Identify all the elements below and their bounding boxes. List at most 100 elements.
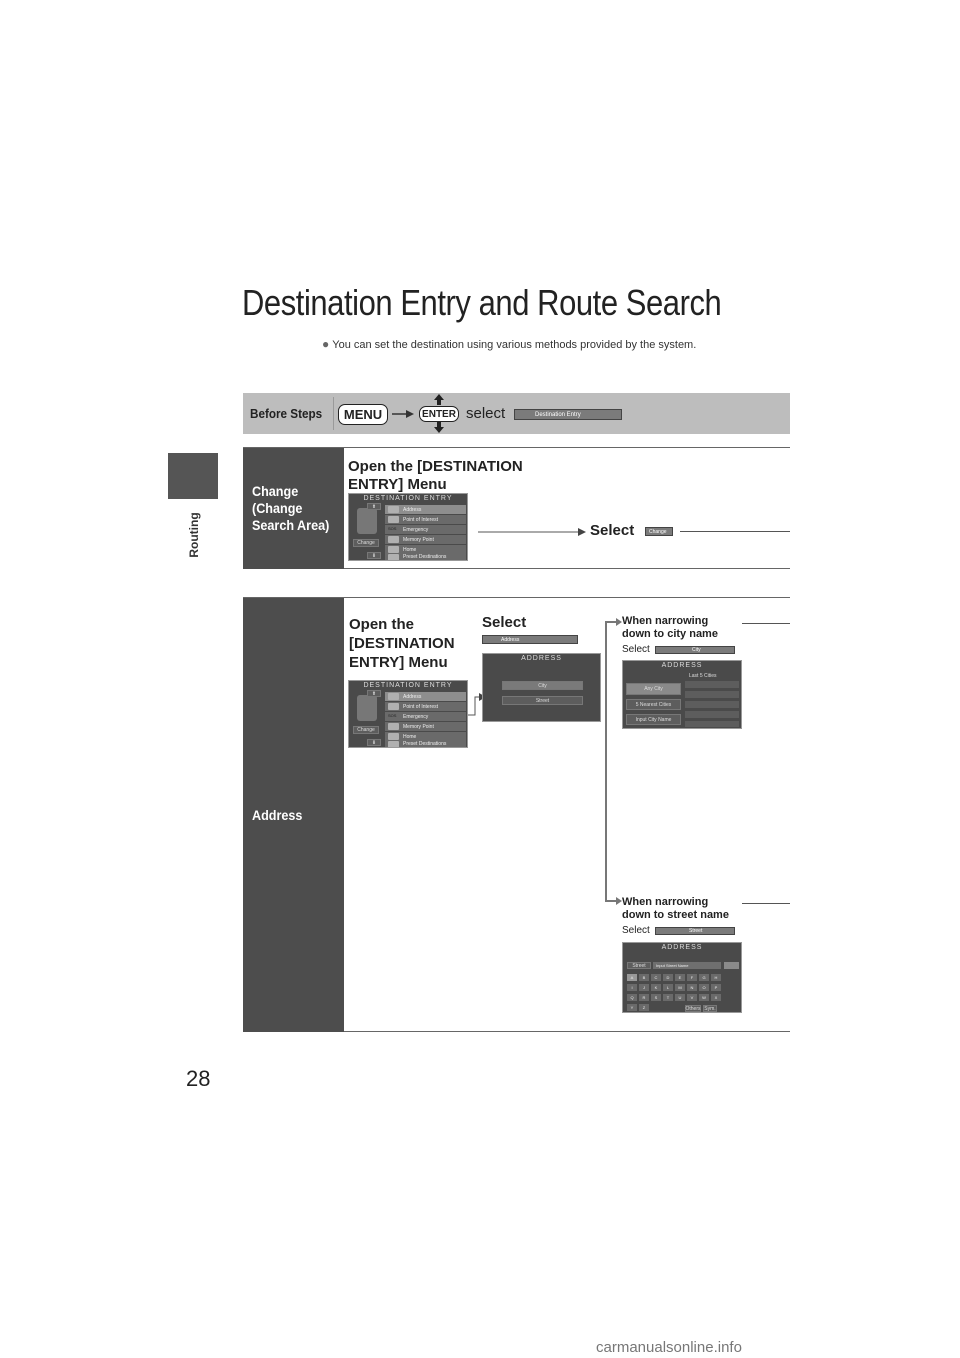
- divider-bottom: [344, 568, 790, 569]
- keyboard-key: J: [639, 984, 649, 991]
- before-steps-divider: [333, 397, 334, 430]
- destination-entry-chip: Destination Entry: [514, 409, 622, 420]
- branch-arrow-icon: [605, 897, 622, 905]
- input-city-button: Input City Name: [626, 714, 681, 725]
- keyboard-key: S: [651, 994, 661, 1001]
- any-city-button: Any City: [626, 683, 681, 695]
- change-button: Change: [353, 539, 379, 547]
- keyboard-key: R: [639, 994, 649, 1001]
- street-chip: Street: [655, 927, 735, 935]
- divider-bottom: [344, 1031, 790, 1032]
- menu-item: Memory Point: [385, 535, 466, 544]
- keyboard-key: E: [675, 974, 685, 981]
- keyboard-key: L: [663, 984, 673, 991]
- others-key: Others: [685, 1005, 701, 1012]
- nearest-cities-button: 5 Nearest Cities: [626, 699, 681, 710]
- arrow-right-icon: [392, 410, 414, 418]
- keyboard-key: N: [687, 984, 697, 991]
- menu-item: Memory Point: [385, 722, 466, 731]
- page-title: Destination Entry and Route Search: [242, 282, 722, 323]
- flow-line: [742, 623, 790, 624]
- delete-key: [724, 962, 739, 969]
- keyboard-key: Y: [627, 1004, 637, 1011]
- watermark: carmanualsonline.info: [596, 1339, 742, 1356]
- before-steps-label: Before Steps: [250, 406, 323, 421]
- change-panel: [243, 448, 344, 569]
- address-heading: Open the [DESTINATION ENTRY] Menu: [349, 616, 455, 671]
- last-cities-label: Last 5 Cities: [689, 673, 717, 679]
- change-chip: Change: [645, 527, 673, 536]
- destination-entry-screen: DESTINATION ENTRY Change ⬆ ⬇ Address Poi…: [348, 493, 468, 561]
- city-chip: City: [655, 646, 735, 654]
- menu-item: Preset Destinations: [385, 740, 466, 747]
- address-select-word: Select: [482, 614, 527, 631]
- street-field-label: Street: [627, 962, 651, 969]
- change-heading: Open the [DESTINATION ENTRY] Menu: [348, 458, 523, 493]
- city-button: City: [502, 681, 583, 690]
- keyboard-key: G: [699, 974, 709, 981]
- keyboard-key: B: [639, 974, 649, 981]
- keyboard-key: U: [675, 994, 685, 1001]
- keyboard-key: A: [627, 974, 637, 981]
- menu-item: Home: [385, 545, 466, 554]
- chapter-tab-marker: [168, 453, 218, 499]
- keyboard-key: P: [711, 984, 721, 991]
- keyboard-key: V: [687, 994, 697, 1001]
- keyboard-key: D: [663, 974, 673, 981]
- scroll-down-icon: ⬇: [367, 552, 381, 559]
- street-field-value: Input Street Name: [653, 962, 721, 969]
- menu-item: Address: [385, 692, 466, 701]
- chapter-tab-label: Routing: [187, 512, 201, 558]
- recent-city-slot: [685, 691, 739, 698]
- page-number: 28: [186, 1066, 211, 1091]
- scroll-up-icon: ⬆: [367, 503, 381, 510]
- change-button: Change: [353, 726, 379, 734]
- street-button: Street: [502, 696, 583, 705]
- branch-line: [605, 622, 607, 901]
- map-icon: [357, 695, 377, 721]
- street-branch-note: When narrowing down to street name: [622, 896, 729, 921]
- flow-arrow: [478, 528, 586, 536]
- scroll-down-icon: ⬇: [367, 739, 381, 746]
- bullet-icon: ●: [322, 337, 330, 351]
- keyboard-key: F: [687, 974, 697, 981]
- keyboard-key: X: [711, 994, 721, 1001]
- sym-key: Sym.: [703, 1005, 717, 1012]
- recent-city-slot: [685, 711, 739, 718]
- change-select-word: Select: [590, 522, 635, 539]
- address-label: Address: [252, 807, 303, 823]
- menu-item: Point of Interest: [385, 515, 466, 524]
- menu-item: Preset Destinations: [385, 553, 466, 560]
- recent-city-slot: [685, 721, 739, 727]
- flow-line: [680, 531, 790, 532]
- address-panel: [243, 598, 344, 1032]
- address-chip: Address: [482, 635, 578, 644]
- keyboard-key: Q: [627, 994, 637, 1001]
- flow-line: [742, 903, 790, 904]
- menu-item: Point of Interest: [385, 702, 466, 711]
- enter-key: ENTER: [419, 406, 459, 422]
- select-word: select: [466, 405, 506, 422]
- keyboard-key: K: [651, 984, 661, 991]
- address-screen: ADDRESS City Street: [482, 653, 601, 722]
- keyboard-key: M: [675, 984, 685, 991]
- divider-top: [243, 447, 790, 448]
- arrow-up-icon: [434, 394, 444, 405]
- keyboard-key: I: [627, 984, 637, 991]
- keyboard-key: O: [699, 984, 709, 991]
- destination-entry-screen: DESTINATION ENTRY Change ⬆ ⬇ Address Poi…: [348, 680, 468, 748]
- keyboard-key: H: [711, 974, 721, 981]
- keyboard-key: C: [651, 974, 661, 981]
- arrow-down-icon: [434, 422, 444, 433]
- street-select-word: Select: [622, 925, 650, 936]
- scroll-up-icon: ⬆: [367, 690, 381, 697]
- map-icon: [357, 508, 377, 534]
- city-select-word: Select: [622, 644, 650, 655]
- city-address-screen: ADDRESS Last 5 Cities Any City 5 Nearest…: [622, 660, 742, 729]
- menu-item: Home: [385, 732, 466, 741]
- branch-arrow-icon: [605, 618, 622, 626]
- divider-top: [243, 597, 790, 598]
